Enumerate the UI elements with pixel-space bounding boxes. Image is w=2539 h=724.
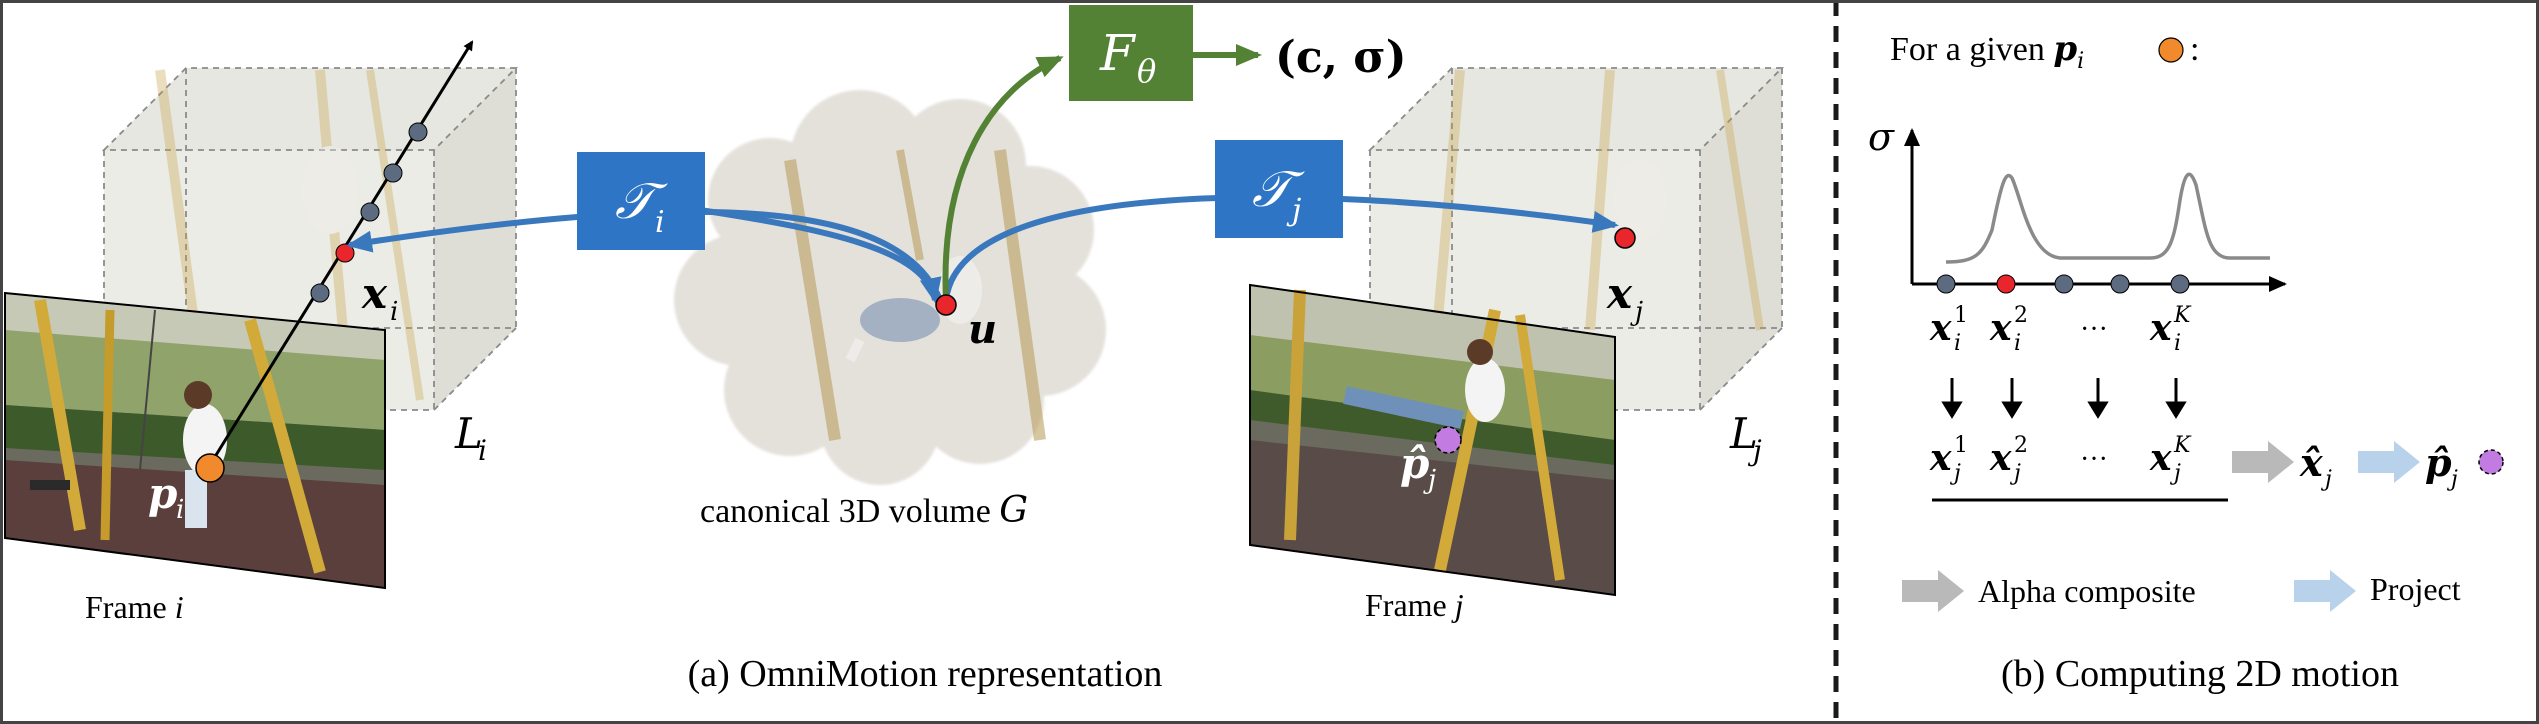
point-u [935,294,957,316]
pixel-pj-label: p̂ [1400,439,1429,488]
point-xj [1614,227,1636,249]
frame-i-image [4,291,386,590]
sample-top-2-sub: i [2014,331,2021,356]
panel-a: 𝒯 i 𝒯 j F θ (c, σ) u x i x j p i p̂ j [4,5,1785,695]
samples-top-row: x 1 i x 2 i ··· x K i [1929,303,2192,356]
frame-j-label: Frame j [1365,587,1464,623]
legend-alpha-label: Alpha composite [1978,573,2196,609]
panel-b-heading-text: For a given [1890,31,2053,68]
mapping-arrow-tj [943,194,1619,301]
sample-top-1-sub: i [1954,331,1961,356]
samples-bottom-row: x 1 j x 2 j ··· x K j [1929,433,2192,486]
sample-top-1-sup: 1 [1954,303,1968,328]
frame-j-prefix: Frame [1365,587,1455,623]
sample-top-1: x [1929,307,1952,349]
sample-bottom-2: x [1989,437,2012,479]
canonical-volume-label-text: canonical 3D volume [700,493,999,530]
canonical-volume-label: canonical 3D volume G [700,490,1028,531]
projected-purple-point [2478,449,2504,475]
canonical-volume-symbol: G [999,490,1028,531]
network-sub: θ [1137,52,1156,90]
volume-lj-label: L [1729,409,1758,458]
mapping-down-arrows [1941,378,2187,419]
sample-bottom-2-sup: 2 [2014,433,2028,458]
density-curve [1945,172,2270,264]
density-samples [1936,274,2190,294]
mapping-box-tj: 𝒯 j [1215,140,1343,238]
heading-orange-point [2158,37,2184,63]
sample-bottom-k: x [2149,437,2172,479]
project-arrow [2358,441,2420,483]
point-xi-label: x [361,269,388,318]
sample-top-k-sub: i [2174,331,2181,356]
panel-b-heading: For a given pi [1890,29,2084,74]
panel-b-heading-end: : [2190,31,2199,68]
mapping-arrow-ti-to-u [699,207,942,304]
sample-top-ellipsis: ··· [2080,314,2108,345]
panel-b-heading-var: p [2053,29,2077,69]
mapping-box-ti: 𝒯 i [577,152,705,250]
panel-b-heading-sub: i [2077,49,2084,74]
alpha-composite-arrow [2232,441,2294,483]
composite-result: x̂ [2299,440,2324,485]
sample-bottom-1-sup: 1 [1954,433,1968,458]
network-symbol: F [1099,24,1137,82]
network-box: F θ [1069,5,1193,101]
mapping-ti-sub: i [655,205,665,240]
pixel-pi [195,453,225,483]
frame-i-var: i [175,589,184,625]
volume-li-sub: i [478,434,487,467]
panel-b-caption: (b) Computing 2D motion [2001,653,2399,695]
network-output-label: (c, σ) [1275,32,1407,83]
legend-alpha-swatch [1902,570,1964,612]
sample-top-2: x [1989,307,2012,349]
panel-a-caption: (a) OmniMotion representation [688,653,1163,695]
sample-top-2-sup: 2 [2014,303,2028,328]
canonical-volume-cloud [674,90,1106,485]
pixel-pi-label: p [148,469,177,518]
point-xj-label: x [1606,269,1633,318]
projected-result: p̂ [2425,440,2452,485]
sample-bottom-ellipsis: ··· [2080,444,2108,475]
legend-project-swatch [2294,570,2356,612]
sample-top-k: x [2149,307,2172,349]
frame-i-label: Frame i [85,589,184,625]
sample-bottom-k-sup: K [2173,433,2192,458]
frame-j-var: j [1451,587,1464,623]
pixel-pj [1434,426,1462,454]
density-axis-label: σ [1868,115,1895,159]
panel-b: For a given pi : σ x 1 i x 2 i ··· x K [1868,29,2504,695]
sample-top-k-sup: K [2173,303,2192,328]
legend-project-label: Project [2370,571,2461,607]
network-input-arrow [942,55,1064,301]
sample-bottom-1: x [1929,437,1952,479]
frame-j-image [1249,283,1616,597]
point-xi-sub: i [390,297,398,327]
volume-li-label: L [454,409,483,458]
ray-samples [310,122,428,303]
pixel-pi-sub: i [176,495,184,525]
frame-i-prefix: Frame [85,589,175,625]
point-u-label: u [968,306,997,353]
mapping-arrow-ti [346,208,943,302]
